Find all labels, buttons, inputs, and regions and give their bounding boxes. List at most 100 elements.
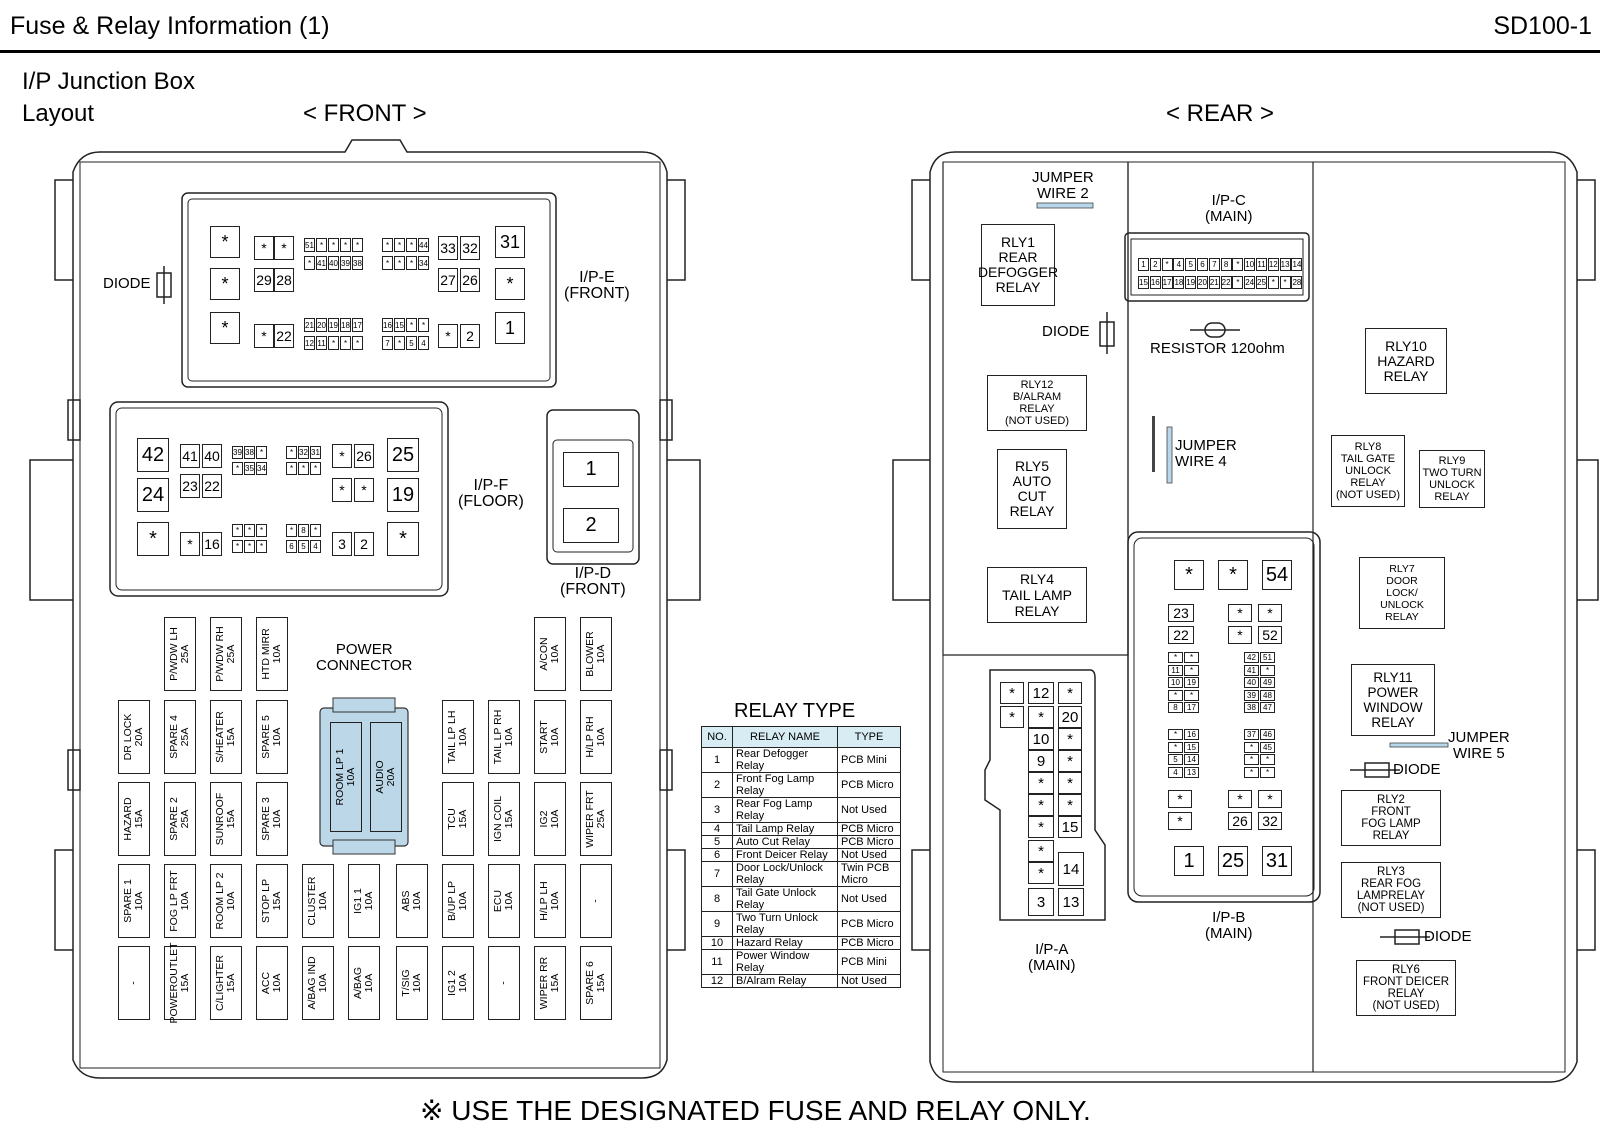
ipe-mini-pin: * — [304, 256, 315, 270]
fuse-slot: C/LIGHTER 15A — [210, 946, 242, 1020]
ipf-mini-pin: * — [232, 524, 243, 537]
relay-rly4: RLY4 TAIL LAMP RELAY — [987, 567, 1087, 623]
ipb-cell: 25 — [1218, 846, 1248, 876]
front-view-label: < FRONT > — [303, 100, 427, 127]
relay-name: Door Lock/Unlock Relay — [732, 861, 838, 887]
ipe-mini-pin: 40 — [328, 256, 339, 270]
ipc-pin: 8 — [1220, 258, 1232, 271]
ipb-cell: 26 — [1228, 812, 1252, 830]
ipe-mini-pin: 16 — [382, 318, 393, 332]
section-title: I/P Junction Box Layout — [22, 66, 195, 130]
relay-name: B/Alram Relay — [732, 974, 838, 988]
ipb-mini-pin: * — [1184, 664, 1199, 676]
ipe-mini-pin: * — [406, 318, 417, 332]
relay-name: Power Window Relay — [732, 949, 838, 975]
ipc-pin: 7 — [1208, 258, 1220, 271]
ipf-mid-cell: 16 — [202, 532, 222, 556]
ipf-mini-pin: 31 — [310, 446, 321, 459]
relay-table-header-type: TYPE — [837, 726, 901, 748]
fuse-slot: IG2 10A — [534, 782, 566, 856]
ipe-mini-pin: 11 — [316, 336, 327, 350]
ipe-big-cell: * — [210, 226, 240, 258]
ipc-pin: 21 — [1208, 276, 1220, 289]
ipa-cell: 15 — [1058, 816, 1082, 838]
ipf-mini-pin: * — [298, 462, 309, 475]
ipe-mini-pin: * — [328, 238, 339, 252]
fuse-slot: A/CON 10A — [534, 617, 566, 691]
ipb-mini-pin: 4 — [1168, 766, 1183, 778]
ipe-mid-cell: * — [274, 236, 294, 260]
ipb-mini-pin: 10 — [1168, 677, 1183, 689]
ipb-mini-pin: * — [1260, 664, 1275, 676]
relay-rly11: RLY11 POWER WINDOW RELAY — [1351, 664, 1435, 736]
ipe-mini-pin: * — [352, 238, 363, 252]
ipc-pin: 18 — [1173, 276, 1185, 289]
ipb-mini-pin: * — [1168, 729, 1183, 740]
ipd-slot-2: 2 — [563, 508, 619, 543]
ipc-pin: * — [1232, 258, 1244, 271]
page-title: Fuse & Relay Information (1) — [10, 12, 330, 40]
ipf-mini-pin: * — [244, 524, 255, 537]
ipe-mini-pin: 39 — [340, 256, 351, 270]
relay-type: PCB Micro — [837, 911, 901, 937]
ipc-pin: 19 — [1185, 276, 1197, 289]
ipf-mid-cell: * — [180, 532, 200, 556]
ipf-mini-pin: * — [256, 540, 267, 553]
ipf-mid-cell: * — [354, 478, 374, 502]
ipf-mini-pin: * — [310, 524, 321, 537]
fuse-slot: HTD MIRR 10A — [256, 617, 288, 691]
ipa-cell: * — [1058, 750, 1082, 772]
relay-rly9: RLY9 TWO TURN UNLOCK RELAY — [1419, 450, 1485, 508]
relay-rly8: RLY8 TAIL GATE UNLOCK RELAY (NOT USED) — [1331, 435, 1405, 507]
ipe-mid-cell: 32 — [460, 236, 480, 260]
ipb-mini-pin: * — [1168, 652, 1183, 663]
relay-rly6: RLY6 FRONT DEICER RELAY (NOT USED) — [1356, 960, 1456, 1016]
ipa-cell: * — [1028, 772, 1054, 794]
relay-name: Rear Defogger Relay — [732, 747, 838, 773]
ipf-mini-pin: 34 — [256, 462, 267, 475]
page-header: Fuse & Relay Information (1) SD100-1 — [0, 0, 1600, 53]
ipa-cell: * — [1058, 794, 1082, 816]
footer-note: ※ USE THE DESIGNATED FUSE AND RELAY ONLY… — [420, 1095, 1091, 1126]
ipe-mini-pin: * — [406, 238, 417, 252]
ipb-mini-pin: 19 — [1184, 677, 1199, 689]
ipe-mini-pin: * — [328, 336, 339, 350]
ipd-slot-1: 1 — [563, 452, 619, 487]
ipc-pin: 10 — [1244, 258, 1256, 271]
ipb-mini-pin: * — [1184, 652, 1199, 663]
relay-no: 7 — [701, 861, 733, 887]
relay-no: 5 — [701, 835, 733, 849]
ipe-mid-cell: 2 — [460, 324, 480, 348]
ipc-pin: 20 — [1197, 276, 1208, 289]
relay-no: 6 — [701, 848, 733, 862]
ipe-mini-pin: 7 — [382, 336, 393, 350]
fuse-slot: WIPER FRT 25A — [580, 782, 612, 856]
ipf-mid-cell: 26 — [354, 444, 374, 468]
ipf-mid-cell: 41 — [180, 444, 200, 468]
relay-rly10: RLY10 HAZARD RELAY — [1365, 328, 1447, 394]
ipf-mid-cell: * — [332, 444, 352, 468]
ipe-mini-pin: 4 — [418, 336, 429, 350]
fuse-slot: ACC 10A — [256, 946, 288, 1020]
ipc-pin: * — [1279, 276, 1291, 289]
ipb-cell: * — [1168, 790, 1192, 808]
fuse-slot: T/SIG 10A — [396, 946, 428, 1020]
relay-name: Front Fog Lamp Relay — [732, 772, 838, 798]
ipa-cell: * — [1000, 682, 1024, 704]
ipb-cell: 1 — [1174, 846, 1204, 876]
ipf-big-cell: * — [137, 522, 169, 556]
ipa-cell: * — [1028, 706, 1054, 728]
ipf-mini-pin: 38 — [244, 446, 255, 459]
ipf-label: I/P-F(FLOOR) — [458, 477, 524, 510]
relay-type-title: RELAY TYPE — [734, 700, 856, 722]
fuse-slot: STOP LP 15A — [256, 864, 288, 938]
ipb-cell: 31 — [1262, 846, 1292, 876]
fuse-slot: POWEROUTLET 15A — [164, 942, 196, 1024]
ipb-cell: 54 — [1262, 560, 1292, 590]
relay-name: Auto Cut Relay — [732, 835, 838, 849]
